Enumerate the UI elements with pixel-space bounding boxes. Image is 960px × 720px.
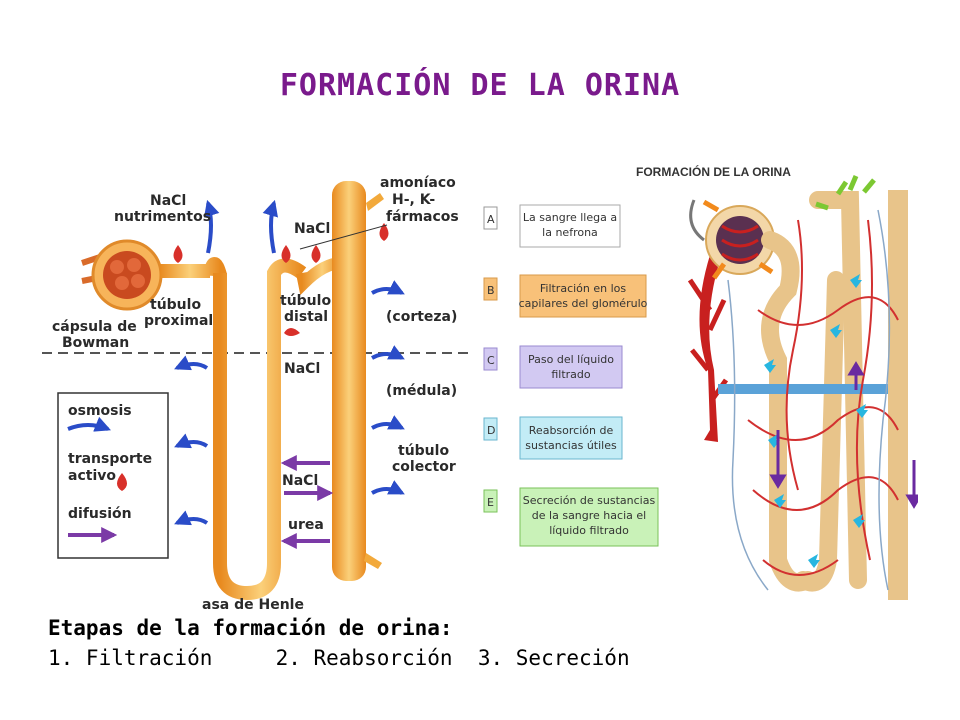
label-nacl: NaCl xyxy=(150,193,186,209)
label-tubulo-colector-1: túbulo xyxy=(398,443,449,459)
label-amoniaco: amoníaco xyxy=(380,175,456,191)
stages-caption: Etapas de la formación de orina: 1. Filt… xyxy=(48,616,630,670)
svg-text:A: A xyxy=(487,213,495,226)
collecting-duct-illustration xyxy=(888,190,908,600)
step-e: E Secreción de sustancias de la sangre h… xyxy=(483,487,659,547)
svg-text:La sangre llega a: La sangre llega a xyxy=(523,211,617,224)
secretion-marks xyxy=(815,175,876,211)
flow-arrows xyxy=(769,361,923,509)
label-nacl-mid: NaCl xyxy=(284,361,320,377)
label-medula: (médula) xyxy=(386,383,457,399)
glomerulus-illustration xyxy=(702,199,775,280)
legend-difusion: difusión xyxy=(68,506,132,522)
collecting-duct xyxy=(332,181,366,581)
caption-heading: Etapas de la formación de orina: xyxy=(48,616,453,640)
svg-text:la nefrona: la nefrona xyxy=(542,226,598,239)
svg-text:sustancias útiles: sustancias útiles xyxy=(525,439,617,452)
svg-text:capilares del glomérulo: capilares del glomérulo xyxy=(519,297,648,310)
label-tubulo-distal-1: túbulo xyxy=(280,293,331,309)
label-farmacos: fármacos xyxy=(386,209,459,225)
page-title: FORMACIÓN DE LA ORINA xyxy=(279,68,681,103)
reabsorption-arrows xyxy=(764,274,868,568)
svg-text:Filtración en los: Filtración en los xyxy=(540,282,627,295)
label-tubulo-colector-2: colector xyxy=(392,459,456,475)
svg-text:de la sangre hacia el: de la sangre hacia el xyxy=(532,509,646,522)
svg-text:C: C xyxy=(487,354,495,367)
steps-diagram-svg: FORMACIÓN DE LA ORINA A La sangre llega … xyxy=(483,164,923,600)
proximal-tubule xyxy=(160,257,227,278)
svg-text:D: D xyxy=(487,424,495,437)
nephron-diagram-svg: osmosis transporte activo difusión NaCl … xyxy=(42,175,470,613)
svg-text:Secreción de sustancias: Secreción de sustancias xyxy=(523,494,656,507)
label-nutrimentos: nutrimentos xyxy=(114,209,211,225)
label-corteza: (corteza) xyxy=(386,309,457,325)
step-d: D Reabsorción de sustancias útiles xyxy=(483,416,623,460)
active-transport-drops xyxy=(173,223,389,336)
svg-text:E: E xyxy=(487,496,494,509)
legend-transporte-1: transporte xyxy=(68,451,152,467)
svg-text:Reabsorción de: Reabsorción de xyxy=(529,424,614,437)
svg-text:filtrado: filtrado xyxy=(551,368,591,381)
right-diagram-title: FORMACIÓN DE LA ORINA xyxy=(636,164,791,179)
nephron-transport-diagram: osmosis transporte activo difusión NaCl … xyxy=(42,163,470,613)
label-asa-de-henle: asa de Henle xyxy=(202,597,304,609)
diffusion-arrows xyxy=(280,455,334,549)
blue-vessel xyxy=(718,384,888,394)
label-capsula-1: cápsula de xyxy=(52,319,137,335)
step-a: A La sangre llega a la nefrona xyxy=(483,204,621,248)
label-capsula-2: Bowman xyxy=(62,335,129,351)
legend-osmosis: osmosis xyxy=(68,403,132,419)
label-tubulo-proximal-2: proximal xyxy=(144,313,213,329)
renal-artery-illustration xyxy=(687,199,729,442)
nephron-steps-diagram: FORMACIÓN DE LA ORINA A La sangre llega … xyxy=(478,160,923,605)
svg-text:líquido filtrado: líquido filtrado xyxy=(549,524,629,537)
legend-transporte-2: activo xyxy=(68,468,116,484)
label-tubulo-proximal-1: túbulo xyxy=(150,297,201,313)
caption-stages: 1. Filtración 2. Reabsorción 3. Secreció… xyxy=(48,646,630,670)
svg-text:Paso del líquido: Paso del líquido xyxy=(528,353,614,366)
tubule-illustration xyxy=(761,191,867,592)
label-urea: urea xyxy=(288,517,324,533)
osmosis-arrows xyxy=(174,199,405,526)
loop-of-henle xyxy=(213,258,307,601)
label-hk: H-, K- xyxy=(392,192,435,208)
label-tubulo-distal-2: distal xyxy=(284,309,328,325)
legend-box: osmosis transporte activo difusión xyxy=(57,392,169,559)
step-c: C Paso del líquido filtrado xyxy=(483,345,623,389)
svg-text:B: B xyxy=(487,284,495,297)
label-nacl-top: NaCl xyxy=(294,221,330,237)
step-b: B Filtración en los capilares del glomér… xyxy=(483,274,648,318)
label-nacl-low: NaCl xyxy=(282,473,318,489)
